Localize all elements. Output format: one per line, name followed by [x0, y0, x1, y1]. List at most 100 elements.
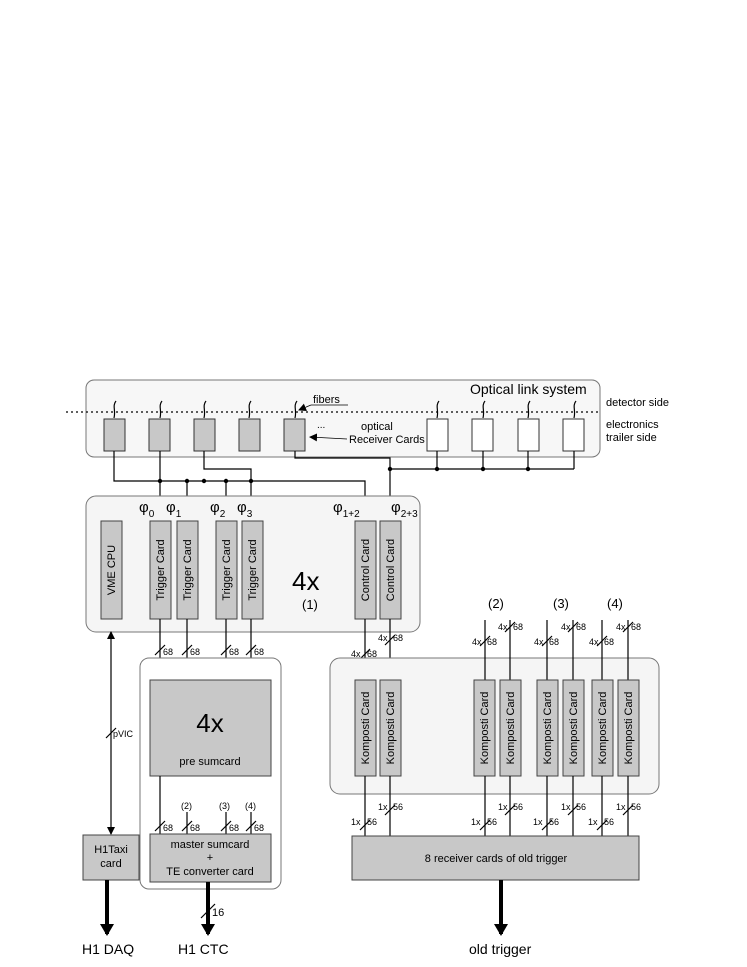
bus-4x: 4x	[534, 637, 544, 647]
bus-1x: 1x	[351, 817, 361, 827]
index-2: (2)	[488, 596, 504, 611]
receiver-card-empty	[471, 418, 494, 452]
bus-68: 68	[190, 647, 200, 657]
vme-cpu-label: VME CPU	[106, 545, 118, 595]
bus-68: 68	[229, 823, 239, 833]
index-2: (2)	[181, 801, 192, 811]
bus-1x: 1x	[588, 817, 598, 827]
komposti-label: Komposti Card	[385, 692, 397, 765]
komposti-label: Komposti Card	[542, 692, 554, 765]
bus-56: 56	[513, 802, 523, 812]
phi-0: φ0	[139, 499, 155, 520]
phi-2: φ2	[210, 499, 226, 520]
receiver-card	[148, 418, 171, 452]
bus-68: 68	[631, 622, 641, 632]
detector-side-label: detector side	[606, 397, 669, 409]
bus-68: 68	[487, 637, 497, 647]
bus-68: 68	[576, 622, 586, 632]
bus-68: 68	[163, 823, 173, 833]
bus-1x: 1x	[471, 817, 481, 827]
sumcard-box: 4x pre sumcard (2) (3) (4) 68 68 68 68 m…	[139, 657, 282, 890]
old-trigger-label: old trigger	[469, 941, 532, 957]
ctc-output: 16 H1 CTC	[178, 882, 229, 957]
komposti-to-receivers	[359, 776, 634, 836]
bus-56: 56	[549, 817, 559, 827]
h1taxi-label: H1Taxi	[94, 844, 128, 856]
trailer-side-label: trailer side	[606, 432, 657, 444]
bus-4x: 4x	[561, 622, 571, 632]
pre-sumcard	[149, 679, 272, 777]
h1taxi-card-label: card	[100, 858, 121, 870]
bus-68: 68	[190, 823, 200, 833]
receiver-card	[103, 418, 126, 452]
bus-1x: 1x	[498, 802, 508, 812]
presum-label: pre sumcard	[179, 756, 240, 768]
bus-1x: 1x	[533, 817, 543, 827]
phi-2-3: φ2+3	[391, 499, 418, 520]
master-sumcard	[149, 833, 272, 883]
bus-1x: 1x	[378, 802, 388, 812]
bus-68: 68	[513, 622, 523, 632]
pvic-label: pVIC	[113, 729, 134, 739]
crate-index: (1)	[302, 597, 318, 612]
bus-4x: 4x	[351, 649, 361, 659]
crate-multiplier: 4x	[292, 566, 319, 596]
fibers-label: fibers	[313, 394, 340, 406]
phi-1-2: φ1+2	[333, 499, 360, 520]
komposti-label: Komposti Card	[568, 692, 580, 765]
old-trigger-receivers-label: 8 receiver cards of old trigger	[425, 853, 568, 865]
bus-16: 16	[212, 907, 224, 919]
receiver-card-empty	[562, 418, 585, 452]
bus-56: 56	[631, 802, 641, 812]
index-3: (3)	[219, 801, 230, 811]
index-4: (4)	[607, 596, 623, 611]
bus-1x: 1x	[616, 802, 626, 812]
komposti-label: Komposti Card	[479, 692, 491, 765]
bus-68: 68	[229, 647, 239, 657]
bus-56: 56	[487, 817, 497, 827]
bus-68: 68	[163, 647, 173, 657]
optical-title: Optical link system	[470, 381, 587, 397]
komposti-label: Komposti Card	[623, 692, 635, 765]
master-sumcard-label: master sumcard	[171, 839, 250, 851]
bus-4x: 4x	[378, 633, 388, 643]
receiver-card	[193, 418, 216, 452]
bus-4x: 4x	[472, 637, 482, 647]
te-converter-label: TE converter card	[166, 866, 253, 878]
bus-56: 56	[393, 802, 403, 812]
receiver-cards-label: Receiver Cards	[349, 434, 425, 446]
bus-68: 68	[393, 633, 403, 643]
bus-68: 68	[604, 637, 614, 647]
index-3: (3)	[553, 596, 569, 611]
pvic-link: pVIC	[105, 631, 134, 835]
komposti-label: Komposti Card	[360, 692, 372, 765]
phi-3: φ3	[237, 499, 253, 520]
master-plus: +	[207, 852, 213, 864]
vme-cpu-card	[100, 520, 123, 620]
bus-56: 56	[367, 817, 377, 827]
index-4: (4)	[245, 801, 256, 811]
bus-68: 68	[254, 823, 264, 833]
bus-68: 68	[367, 649, 377, 659]
phi-1: φ1	[166, 499, 182, 520]
bus-56: 56	[576, 802, 586, 812]
ellipsis: ...	[317, 420, 325, 431]
h1taxi-card	[82, 834, 140, 881]
bus-68: 68	[254, 647, 264, 657]
control-card-label: Control Card	[360, 539, 372, 601]
komposti-label: Komposti Card	[505, 692, 517, 765]
trigger-card-label: Trigger Card	[247, 539, 259, 600]
fiber-ends	[113, 400, 577, 419]
electronics-label: electronics	[606, 419, 659, 431]
receiver-card	[238, 418, 261, 452]
wiring-junctions	[157, 466, 531, 484]
trigger-crate: φ0 φ1 φ2 φ3 φ1+2 φ2+3 VME CPU Trigger Ca…	[85, 495, 421, 633]
trigger-card-3	[241, 520, 264, 620]
trigger-card-label: Trigger Card	[182, 539, 194, 600]
bus-4x: 4x	[589, 637, 599, 647]
komposti-label: Komposti Card	[597, 692, 609, 765]
bus-1x: 1x	[561, 802, 571, 812]
receiver-card-empty	[517, 418, 540, 452]
old-trigger-receivers	[351, 835, 640, 881]
optical-label: optical	[361, 421, 393, 433]
